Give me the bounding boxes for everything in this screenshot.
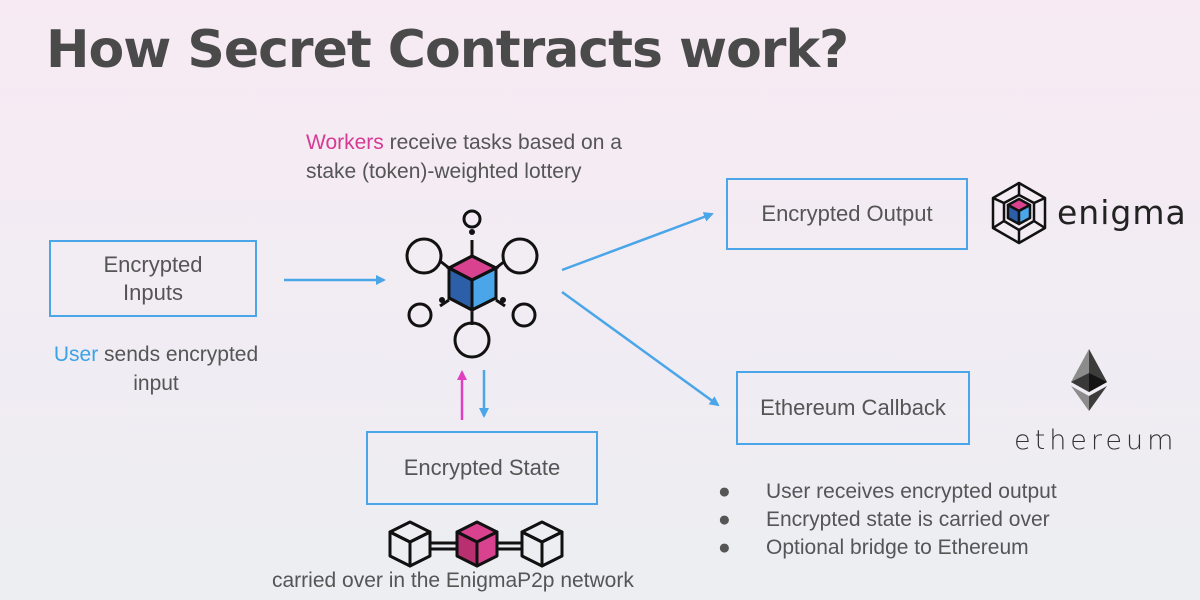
enigma-logo-icon: [991, 181, 1047, 245]
ethereum-wordmark: ethereum: [1014, 425, 1178, 456]
encrypted-output-box: Encrypted Output: [726, 178, 968, 250]
user-highlight: User: [53, 343, 99, 366]
ethereum-callback-box: Ethereum Callback: [736, 371, 970, 445]
bullet-item: ●User receives encrypted output: [718, 478, 1057, 506]
bullet-item: ●Encrypted state is carried over: [718, 506, 1057, 534]
network-caption: carried over in the EnigmaP2p network: [272, 569, 634, 592]
user-caption-line1: sends encrypted: [98, 343, 259, 366]
encrypted-inputs-box: Encrypted Inputs: [49, 240, 257, 317]
user-caption: User sends encrypted input: [36, 340, 276, 398]
bullet-dot-icon: ●: [718, 480, 731, 503]
enigma-wordmark: enigma: [1057, 193, 1187, 232]
workers-to-callback-arrow: [561, 290, 720, 407]
bullet-dot-icon: ●: [718, 536, 731, 559]
ethereum-logo-icon: [1071, 349, 1107, 411]
page-title: How Secret Contracts work?: [46, 20, 849, 80]
bullet-item: ●Optional bridge to Ethereum: [718, 534, 1057, 562]
worker-network-icon: [405, 209, 539, 359]
user-caption-line2: input: [133, 372, 179, 395]
workers-caption-line2: stake (token)-weighted lottery: [306, 160, 582, 183]
workers-caption: Workers receive tasks based on a stake (…: [306, 128, 622, 186]
blockchain-cubes-icon: [388, 520, 564, 568]
summary-bullets: ●User receives encrypted output ●Encrypt…: [718, 478, 1057, 562]
workers-caption-line1: receive tasks based on a: [383, 131, 622, 154]
bullet-dot-icon: ●: [718, 508, 731, 531]
workers-highlight: Workers: [306, 131, 384, 154]
workers-to-output-arrow: [561, 212, 714, 272]
encrypted-state-box: Encrypted State: [366, 431, 598, 505]
